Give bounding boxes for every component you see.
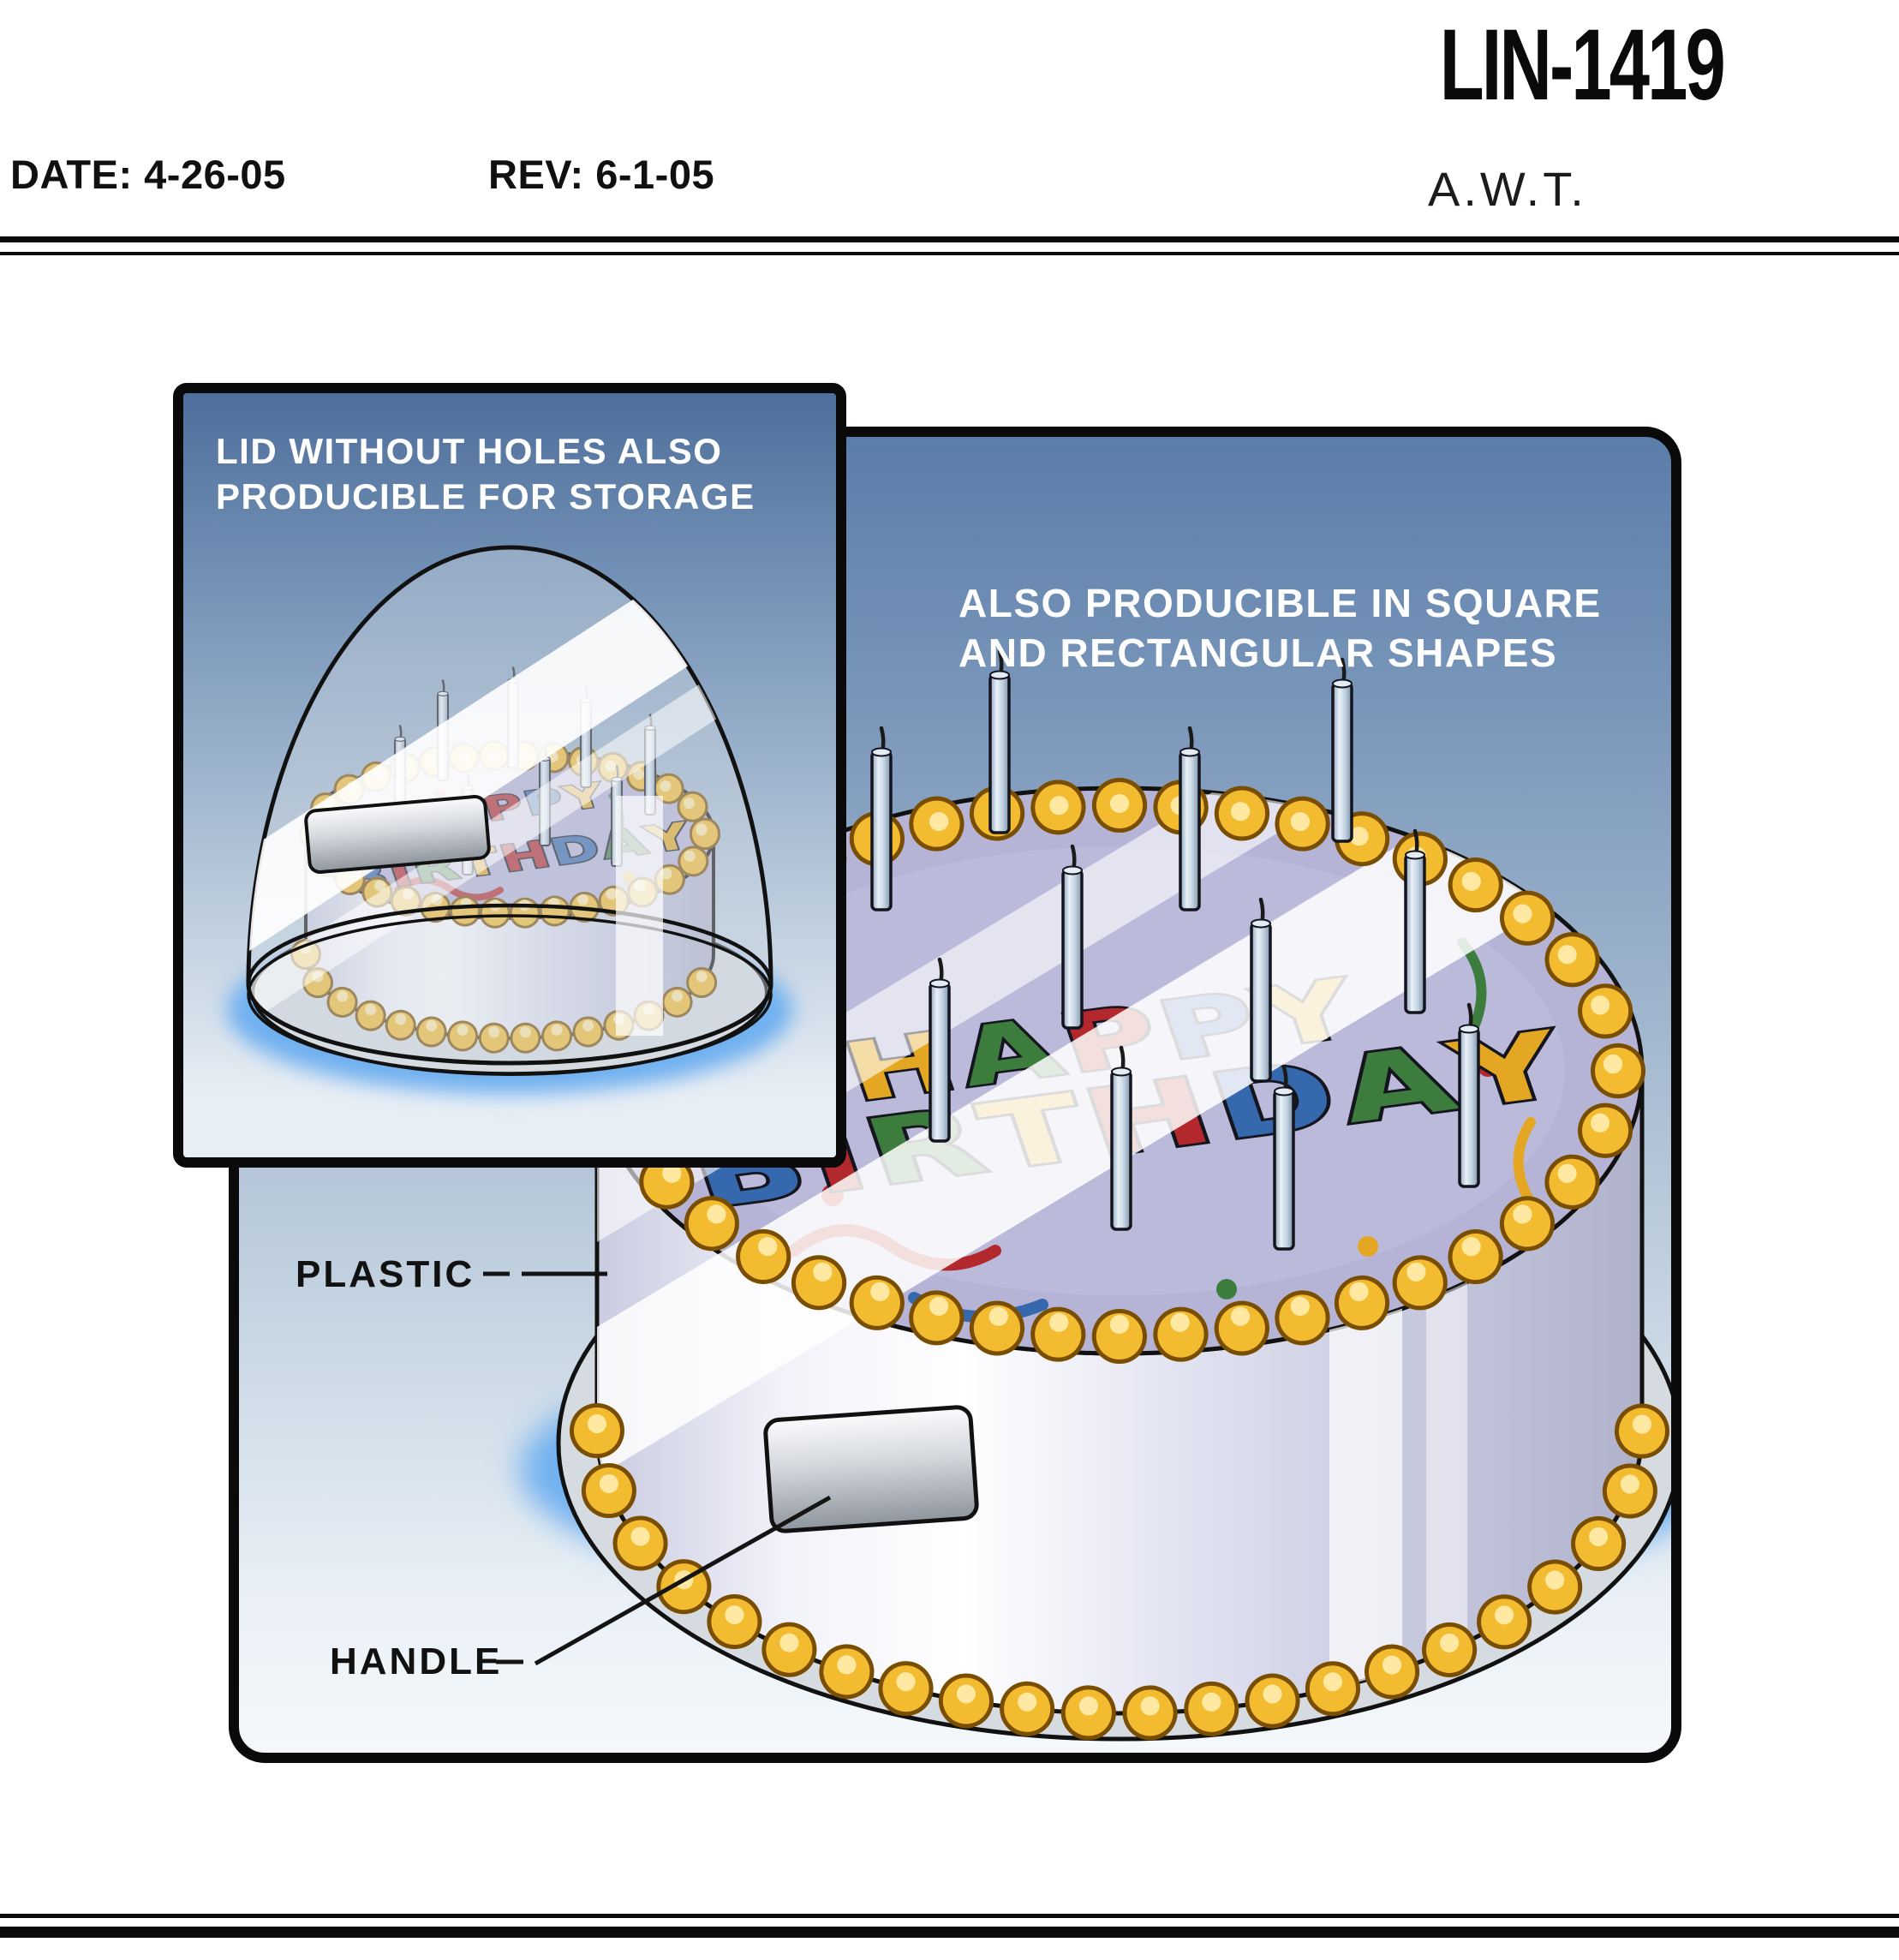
dome-rim-flange [247,914,773,1075]
plastic-lid-highlight [597,788,1642,1713]
handle-recess [304,794,491,875]
main-panel-caption: ALSO PRODUCIBLE IN SQUARE AND RECTANGULA… [958,579,1602,678]
date-label: DATE: 4-26-05 [10,152,286,197]
dome-highlight [248,547,771,1063]
main-panel: HAPPY BIRTHDAY [229,427,1681,1763]
revision-label: REV: 6-1-05 [488,152,715,197]
inset-caption-line1: LID WITHOUT HOLES ALSO [216,431,723,471]
inset-panel: HAPPY BIRTHDAY [173,383,846,1168]
top-rule-thick [0,236,1899,242]
bead-border-bottom [290,939,729,1054]
dome-side-stripe [616,796,663,1036]
bottom-rule-thin [0,1914,1899,1918]
top-rule-thin [0,252,1899,255]
small-cake-illustration: HAPPY BIRTHDAY [227,545,792,1094]
handle-recess [763,1405,979,1533]
bottom-rule-thick [0,1927,1899,1938]
dome-rim [246,903,773,1066]
large-cake-illustration: HAPPY BIRTHDAY [296,437,1671,1742]
main-caption-line1: ALSO PRODUCIBLE IN SQUARE [958,581,1602,625]
main-caption-line2: AND RECTANGULAR SHAPES [958,630,1558,675]
plastic-label: PLASTIC [296,1253,475,1295]
handle-label: HANDLE [330,1640,502,1682]
inset-caption-line2: PRODUCIBLE FOR STORAGE [216,475,755,517]
inset-panel-caption: LID WITHOUT HOLES ALSO PRODUCIBLE FOR ST… [216,429,755,519]
author-initials: A.W.T. [1428,162,1587,216]
document-number: LIN-1419 [1439,9,1726,122]
leader-line-handle [496,1495,832,1666]
